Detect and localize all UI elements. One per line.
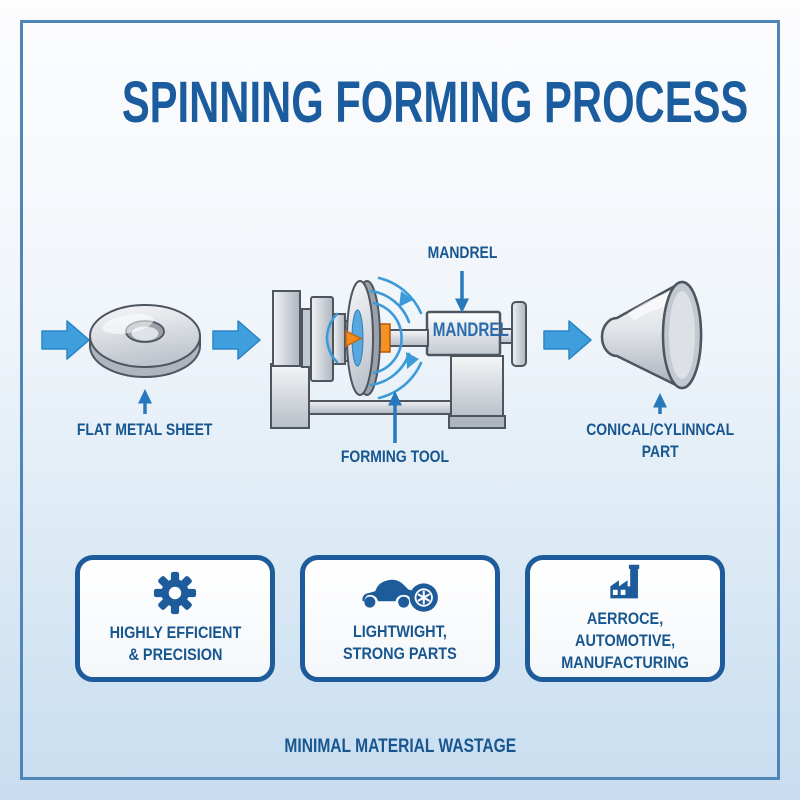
mandrel-block-label: MANDREL bbox=[432, 319, 509, 341]
footer-note: MINIMAL MATERIAL WASTAGE bbox=[284, 736, 516, 757]
benefit-card-label: HIGHLY EFFICIENT & PRECISION bbox=[109, 623, 241, 664]
benefit-card-label: LIGHTWIGHT, STRONG PARTS bbox=[343, 622, 457, 663]
car-wheel-icon bbox=[362, 580, 438, 612]
flat-metal-sheet-graphic bbox=[89, 304, 201, 378]
flow-arrow-icon bbox=[41, 320, 592, 360]
mandrel-callout-label: MANDREL bbox=[427, 243, 497, 262]
conical-part-graphic bbox=[600, 280, 703, 390]
rotation-arcs-icon bbox=[325, 276, 423, 400]
lathe-machine-graphic bbox=[270, 280, 527, 429]
spinning-process-diagram bbox=[41, 271, 703, 443]
conical-part-label: CONICAL/CYLINNCAL PART bbox=[586, 420, 734, 461]
benefit-card-efficiency: HIGHLY EFFICIENT & PRECISION bbox=[75, 555, 275, 682]
flat-metal-sheet-label: FLAT METAL SHEET bbox=[77, 420, 213, 439]
gear-icon bbox=[153, 572, 197, 615]
page-title-text: SPINNING FORMING PROCESS bbox=[121, 70, 749, 135]
callout-arrow-icon bbox=[138, 271, 667, 443]
benefit-card-lightweight: LIGHTWIGHT, STRONG PARTS bbox=[300, 555, 500, 682]
forming-tool-label: FORMING TOOL bbox=[340, 447, 450, 466]
page-title: SPINNING FORMING PROCESS bbox=[0, 74, 800, 132]
benefit-card-industries: AERROCE, AUTOMOTIVE, MANUFACTURING bbox=[525, 555, 725, 682]
factory-icon bbox=[610, 565, 640, 599]
benefit-card-label: AERROCE, AUTOMOTIVE, MANUFACTURING bbox=[561, 609, 689, 672]
